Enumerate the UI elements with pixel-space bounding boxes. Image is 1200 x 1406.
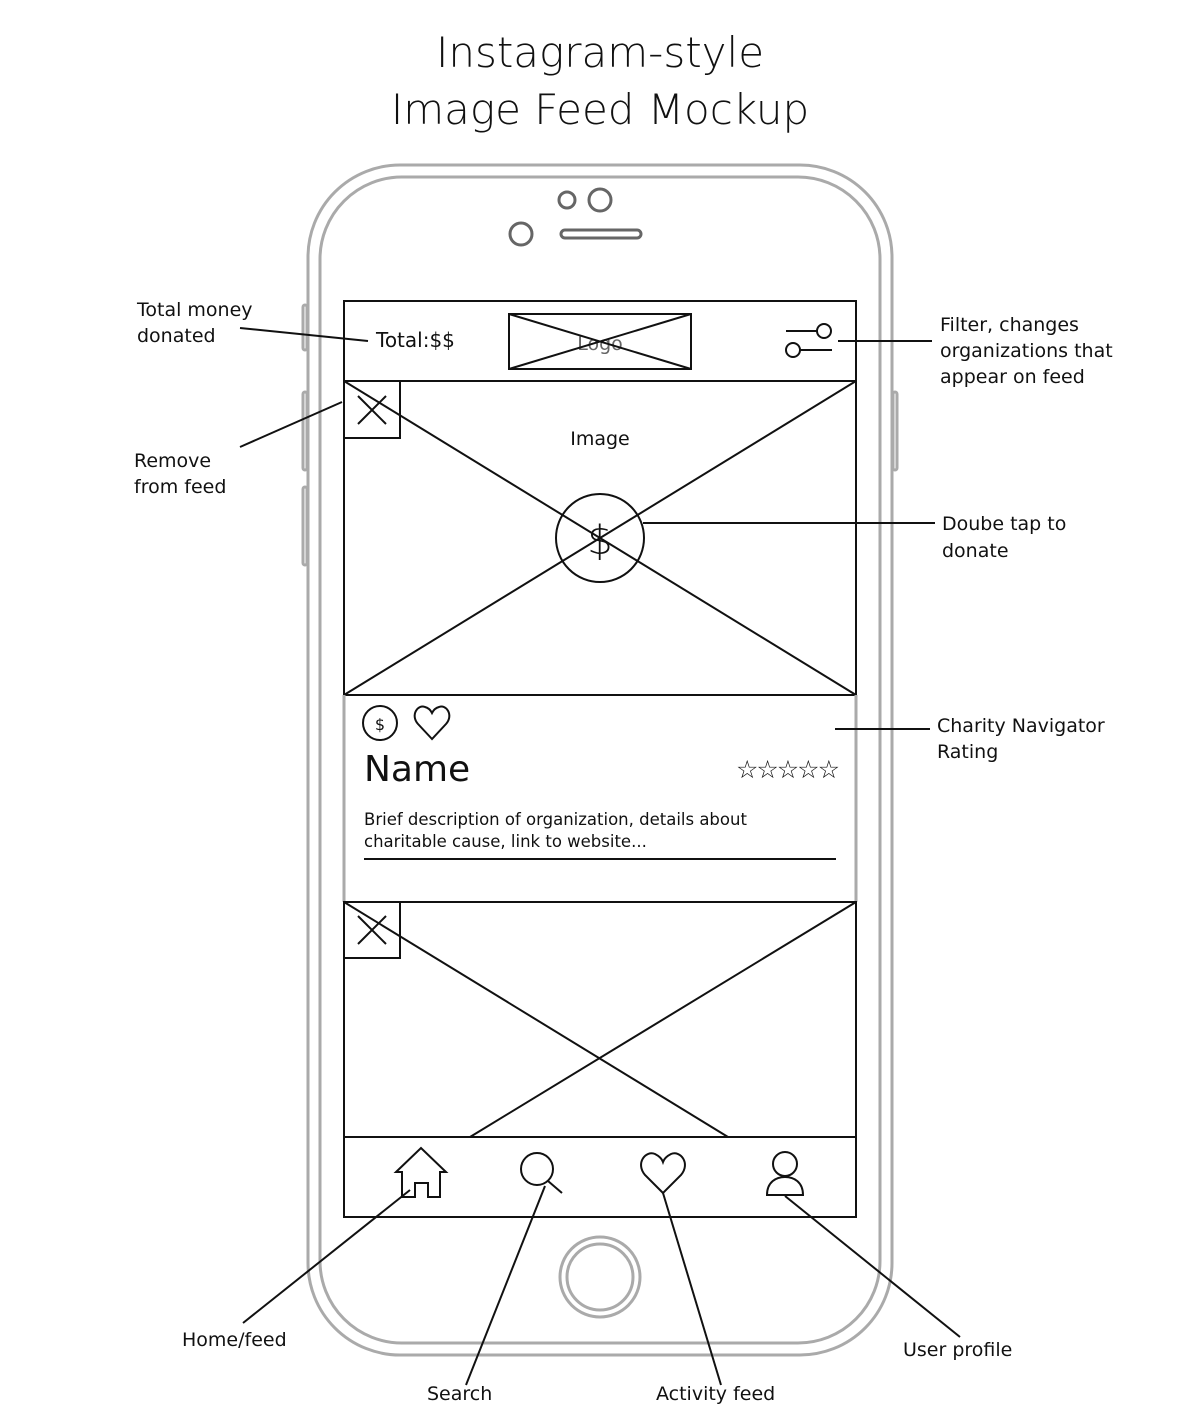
- annotation-remove-2: from feed: [134, 476, 226, 498]
- annotation-donate-1: Doube tap to: [942, 513, 1066, 535]
- logo-placeholder: Logo: [508, 313, 692, 370]
- user-profile-icon[interactable]: [765, 1151, 805, 1196]
- total-donated: Total:$$: [375, 328, 455, 352]
- annotation-profile: User profile: [903, 1339, 1012, 1361]
- post-image[interactable]: Image: [343, 380, 857, 696]
- rating-stars: ☆☆☆☆☆: [736, 755, 839, 784]
- annotation-home: Home/feed: [182, 1329, 287, 1351]
- remove-button[interactable]: [343, 380, 401, 439]
- screen: Total:$$ Logo Image $: [342, 300, 858, 1218]
- org-name: Name: [364, 749, 470, 790]
- post-image-2[interactable]: [343, 901, 857, 1138]
- filter-icon[interactable]: [785, 323, 832, 358]
- annotation-rating-2: Rating: [937, 741, 998, 763]
- annotation-total-2: donated: [137, 325, 216, 347]
- annotation-total-1: Total money: [136, 299, 253, 321]
- description-line-2: charitable cause, link to website...: [364, 832, 647, 851]
- home-icon[interactable]: [393, 1146, 449, 1198]
- activity-heart-icon[interactable]: [640, 1152, 686, 1195]
- remove-button-2[interactable]: [343, 901, 401, 959]
- annotation-filter-3: appear on feed: [940, 366, 1085, 388]
- annotation-filter-1: Filter, changes: [940, 314, 1079, 336]
- small-dollar: $: [375, 715, 385, 734]
- small-donate-icon[interactable]: $: [362, 705, 398, 741]
- search-icon[interactable]: [520, 1152, 563, 1194]
- dollar-icon: $: [587, 518, 612, 564]
- annotation-search: Search: [427, 1383, 492, 1405]
- heart-icon[interactable]: [413, 705, 451, 741]
- phone-frame: [301, 163, 899, 1357]
- title-line-1: Instagram-style: [436, 28, 764, 77]
- home-button[interactable]: [558, 1235, 642, 1319]
- donate-button[interactable]: $: [555, 493, 645, 583]
- description-line-1: Brief description of organization, detai…: [364, 810, 747, 829]
- annotation-donate-2: donate: [942, 540, 1009, 562]
- annotation-activity: Activity feed: [656, 1383, 775, 1405]
- annotation-remove-1: Remove: [134, 450, 211, 472]
- annotation-filter-2: organizations that: [940, 340, 1113, 362]
- tab-bar: [344, 1136, 856, 1198]
- annotations: Total money donated Filter, changes orga…: [134, 299, 1113, 1405]
- title-line-2: Image Feed Mockup: [391, 85, 809, 134]
- annotation-rating-1: Charity Navigator: [937, 715, 1105, 737]
- image-label: Image: [570, 428, 630, 450]
